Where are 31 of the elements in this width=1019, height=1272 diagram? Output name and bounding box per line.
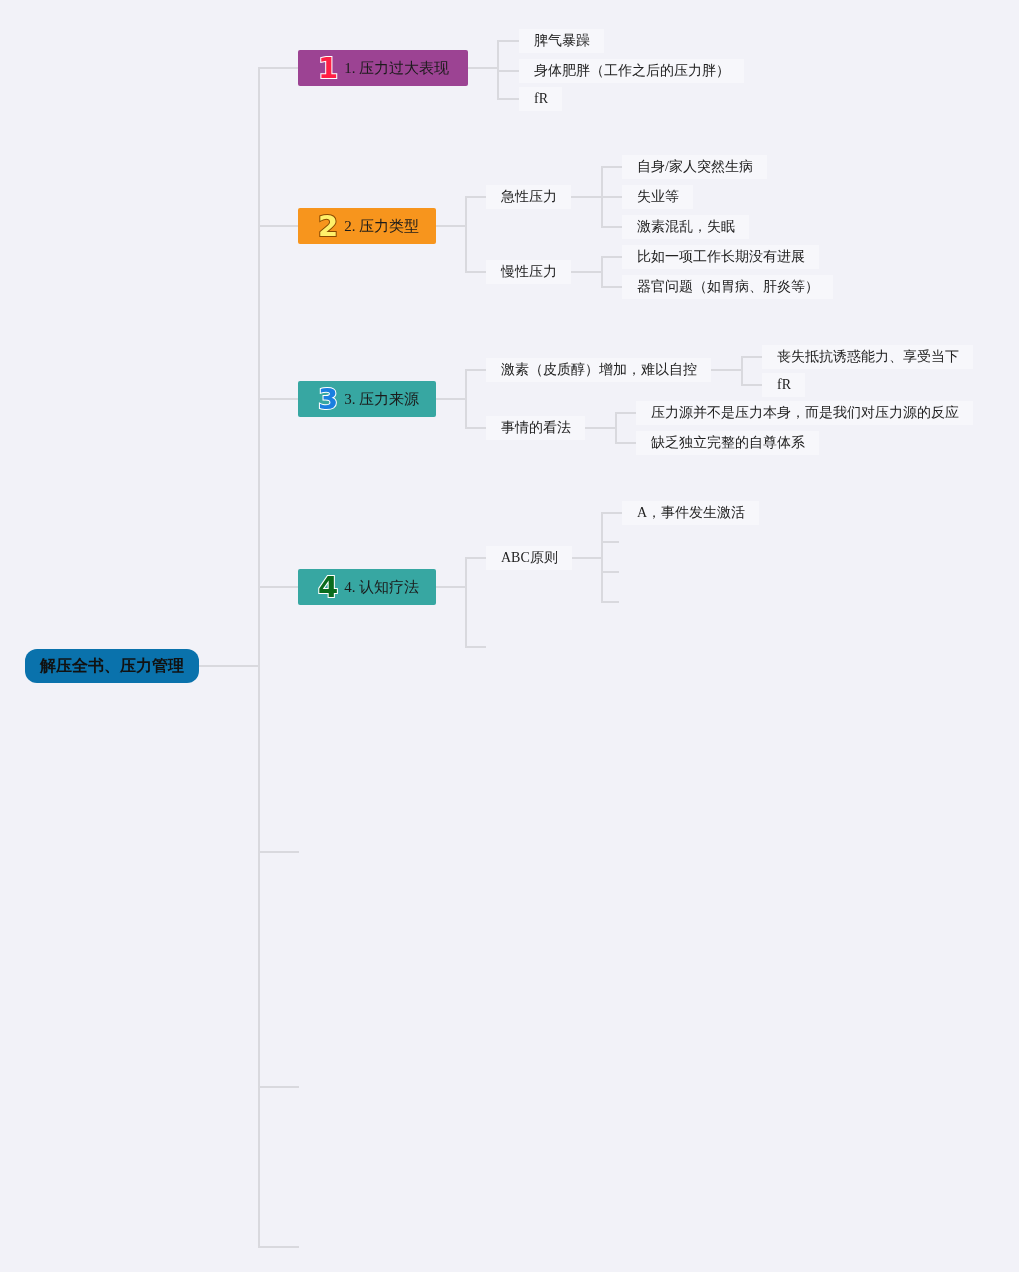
topic-title: 4. 认知疗法: [344, 577, 420, 597]
topic-box: [298, 50, 468, 86]
subtopic-label: 丧失抵抗诱惑能力、享受当下: [762, 345, 973, 369]
priority-number: 2: [318, 211, 339, 241]
subtopic-label: A，事件发生激活: [622, 501, 760, 525]
subtopic-label: 自身/家人突然生病: [622, 155, 767, 179]
subtopic-label: fR: [519, 87, 562, 111]
topic-box: [298, 208, 436, 244]
subtopic-label: 器官问题（如胃病、肝炎等）: [622, 275, 833, 299]
subtopic-label: 急性压力: [486, 185, 571, 209]
subtopic-label: 激素混乱，失眠: [622, 215, 749, 239]
subtopic-label: 缺乏独立完整的自尊体系: [636, 431, 819, 455]
subtopic-label: 慢性压力: [486, 260, 571, 284]
topic-box: [298, 381, 436, 417]
subtopic-label: 比如一项工作长期没有进展: [622, 245, 819, 269]
subtopic-label: fR: [762, 373, 805, 397]
subtopic-label: 激素（皮质醇）增加，难以自控: [486, 358, 711, 382]
root-topic: 解压全书、压力管理: [25, 649, 199, 683]
subtopic-label: 事情的看法: [486, 416, 585, 440]
subtopic-label: 身体肥胖（工作之后的压力胖）: [519, 59, 744, 83]
topic-title: 3. 压力来源: [344, 389, 420, 409]
topic-box: [298, 569, 436, 605]
topic-title: 1. 压力过大表现: [344, 58, 450, 78]
subtopic-label: ABC原则: [486, 546, 572, 570]
priority-number: 3: [318, 384, 339, 414]
priority-number: 4: [318, 572, 339, 602]
topic-title: 2. 压力类型: [344, 216, 420, 236]
subtopic-label: 脾气暴躁: [519, 29, 604, 53]
subtopic-label: 压力源并不是压力本身，而是我们对压力源的反应: [636, 401, 973, 425]
subtopic-label: 失业等: [622, 185, 693, 209]
priority-number: 1: [318, 53, 339, 83]
